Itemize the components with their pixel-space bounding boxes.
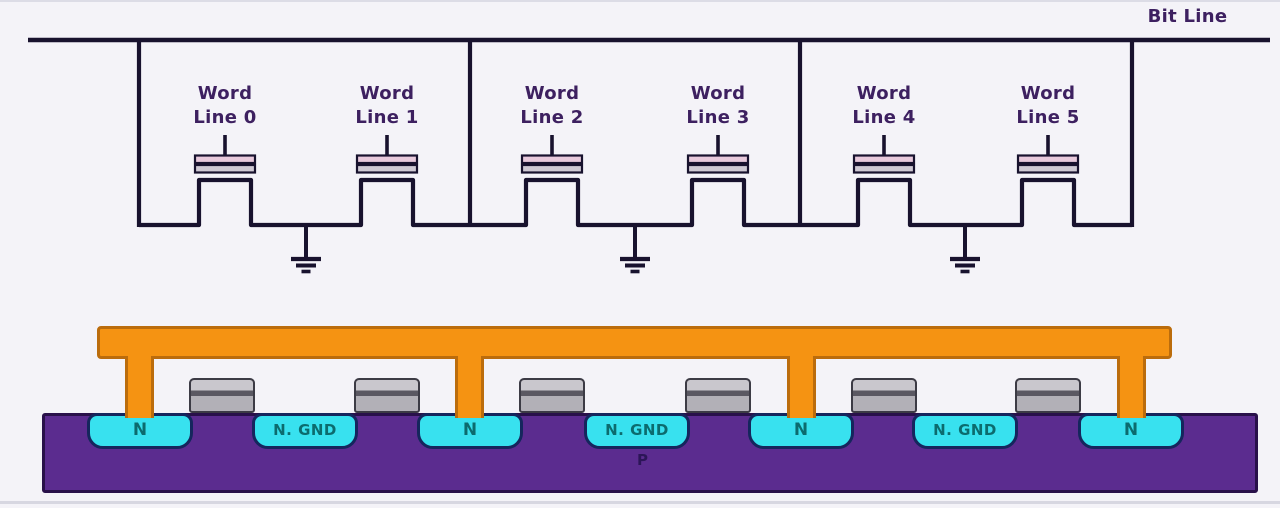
word-line-label-line2: Line 1 bbox=[355, 107, 418, 128]
word-line-label-line1: Word bbox=[198, 83, 253, 104]
word-line-label-line2: Line 4 bbox=[852, 107, 915, 128]
control-gate-bar bbox=[1016, 154, 1080, 165]
word-line-label-line1: Word bbox=[1021, 83, 1076, 104]
bit-line-label: Bit Line bbox=[1147, 6, 1228, 27]
n-contact-region: N bbox=[1078, 413, 1184, 449]
n-gnd-region: N. GND bbox=[584, 413, 690, 449]
floating-gate-bar bbox=[193, 163, 257, 174]
word-line-label-line1: Word bbox=[857, 83, 912, 104]
n-gnd-region: N. GND bbox=[912, 413, 1018, 449]
frame-border-top bbox=[0, 0, 1280, 2]
control-gate-bar bbox=[193, 154, 257, 165]
gate-stack bbox=[189, 378, 255, 413]
control-gate-bar bbox=[355, 154, 419, 165]
word-line-label-line2: Line 3 bbox=[686, 107, 749, 128]
gate-stack bbox=[1015, 378, 1081, 413]
floating-gate-bar bbox=[520, 163, 584, 174]
metal-contact-plug bbox=[786, 356, 816, 418]
floating-gate-bar bbox=[1016, 163, 1080, 174]
control-gate-bar bbox=[686, 154, 750, 165]
word-line-label-line2: Line 2 bbox=[520, 107, 583, 128]
word-line-label-line1: Word bbox=[525, 83, 580, 104]
word-line-label-line2: Line 0 bbox=[193, 107, 256, 128]
gate-stack bbox=[685, 378, 751, 413]
n-gnd-region: N. GND bbox=[252, 413, 358, 449]
word-line-label-line1: Word bbox=[691, 83, 746, 104]
gate-stack bbox=[519, 378, 585, 413]
gate-stack bbox=[354, 378, 420, 413]
n-contact-region: N bbox=[417, 413, 523, 449]
metal-contact-plug bbox=[1116, 356, 1146, 418]
metal-contact-plug bbox=[454, 356, 484, 418]
floating-gate-bar bbox=[686, 163, 750, 174]
frame-border-bottom bbox=[0, 501, 1280, 504]
word-line-label-line2: Line 5 bbox=[1016, 107, 1079, 128]
control-gate-bar bbox=[520, 154, 584, 165]
gate-stack bbox=[851, 378, 917, 413]
word-line-label-line1: Word bbox=[360, 83, 415, 104]
substrate-label: P bbox=[637, 451, 649, 469]
n-contact-region: N bbox=[748, 413, 854, 449]
floating-gate-bar bbox=[355, 163, 419, 174]
metal-contact-plug bbox=[124, 356, 154, 418]
n-contact-region: N bbox=[87, 413, 193, 449]
control-gate-bar bbox=[852, 154, 916, 165]
metal-bit-line-bar bbox=[97, 326, 1172, 359]
floating-gate-bar bbox=[852, 163, 916, 174]
